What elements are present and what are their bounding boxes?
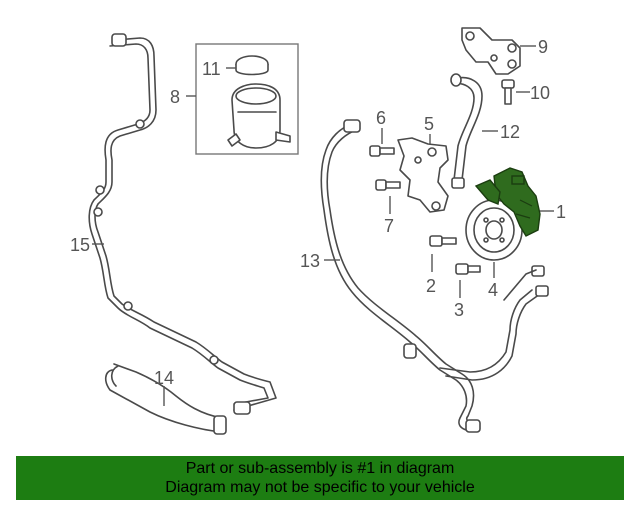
callout-14: 14 <box>154 368 174 388</box>
callout-7: 7 <box>384 216 394 236</box>
callout-6: 6 <box>376 108 386 128</box>
bracket-part-9[interactable] <box>461 27 521 75</box>
callout-leaders <box>92 45 554 406</box>
callout-2: 2 <box>426 276 436 296</box>
callout-labels: 1 2 3 4 5 6 7 8 9 10 11 12 13 14 15 <box>70 37 566 388</box>
hose-part-12[interactable] <box>450 73 483 189</box>
banner-part-text: Part or sub-assembly is #1 in diagram <box>185 460 455 477</box>
reservoir-cap-part-11[interactable] <box>235 55 269 76</box>
parts-diagram: 1 2 3 4 5 6 7 8 9 10 11 12 13 14 15 <box>70 27 566 435</box>
power-steering-pump-part-1[interactable] <box>474 167 541 237</box>
bolt-part-6[interactable] <box>369 145 395 157</box>
hose-part-14[interactable] <box>104 363 227 435</box>
bolt-part-2[interactable] <box>429 235 457 247</box>
bolt-part-3[interactable] <box>455 263 481 275</box>
callout-1: 1 <box>556 202 566 222</box>
callout-15: 15 <box>70 235 90 255</box>
callout-8: 8 <box>170 87 180 107</box>
callout-3: 3 <box>454 300 464 320</box>
callout-12: 12 <box>500 122 520 142</box>
banner-disclaimer-text: Diagram may not be specific to your vehi… <box>165 479 475 496</box>
return-hose-part-15[interactable] <box>88 33 277 415</box>
part-info-banner: Part or sub-assembly is #1 in diagram Di… <box>16 456 624 500</box>
bolt-part-10[interactable] <box>501 79 515 105</box>
callout-13: 13 <box>300 251 320 271</box>
callout-10: 10 <box>530 83 550 103</box>
mount-bracket-part-5[interactable] <box>397 137 449 213</box>
pressure-hose-part-13[interactable] <box>320 119 549 433</box>
callout-11: 11 <box>202 59 221 79</box>
callout-5: 5 <box>424 114 434 134</box>
bolt-part-7[interactable] <box>375 179 401 191</box>
callout-4: 4 <box>488 280 498 300</box>
callout-9: 9 <box>538 37 548 57</box>
